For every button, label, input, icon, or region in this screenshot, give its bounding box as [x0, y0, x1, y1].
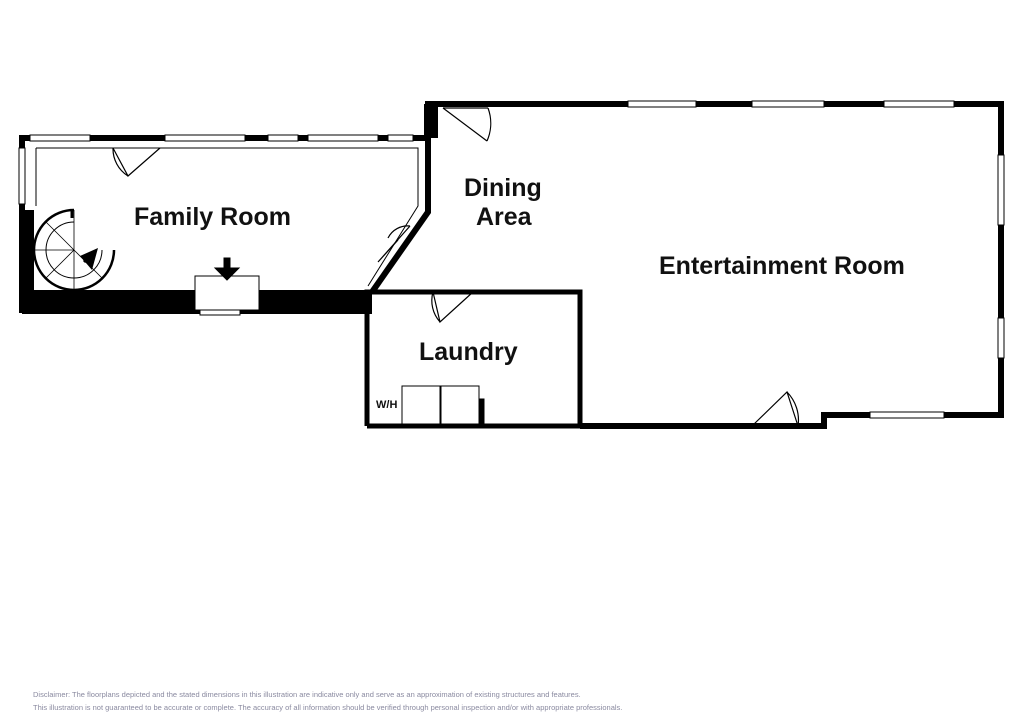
window	[387, 134, 414, 142]
window	[29, 134, 91, 142]
dining-area-line2: Area	[476, 202, 532, 231]
door-family-room	[112, 147, 161, 177]
door-laundry	[431, 291, 474, 324]
laundry-appliances	[401, 385, 485, 425]
window	[997, 317, 1005, 359]
door-dining-top	[442, 107, 492, 142]
windows	[18, 100, 1005, 419]
window	[883, 100, 955, 108]
door-diagonal	[377, 225, 411, 263]
family-room-west-wall	[22, 210, 34, 310]
disclaimer-line-1: Disclaimer: The floorplans depicted and …	[33, 690, 581, 699]
window	[627, 100, 697, 108]
window	[307, 134, 379, 142]
room-label-family-room: Family Room	[134, 203, 291, 231]
laundry-walls	[364, 289, 583, 429]
dining-corner-block	[424, 104, 438, 138]
window	[997, 154, 1005, 226]
dryer	[440, 385, 480, 425]
window	[267, 134, 299, 142]
window	[164, 134, 246, 142]
door-entertainment-bottom	[751, 390, 800, 427]
room-label-dining-area: Dining Area	[464, 174, 542, 232]
window	[751, 100, 825, 108]
doors	[112, 107, 800, 427]
window	[869, 411, 945, 419]
dining-area-line1: Dining	[464, 174, 542, 202]
disclaimer-line-2: This illustration is not guaranteed to b…	[33, 703, 623, 712]
washer	[401, 385, 441, 425]
room-label-entertainment-room: Entertainment Room	[659, 252, 905, 280]
window	[18, 147, 26, 205]
water-heater-label: W/H	[376, 399, 398, 411]
room-label-laundry: Laundry	[419, 338, 518, 366]
spiral-staircase	[32, 208, 116, 292]
fireplace	[194, 257, 260, 311]
